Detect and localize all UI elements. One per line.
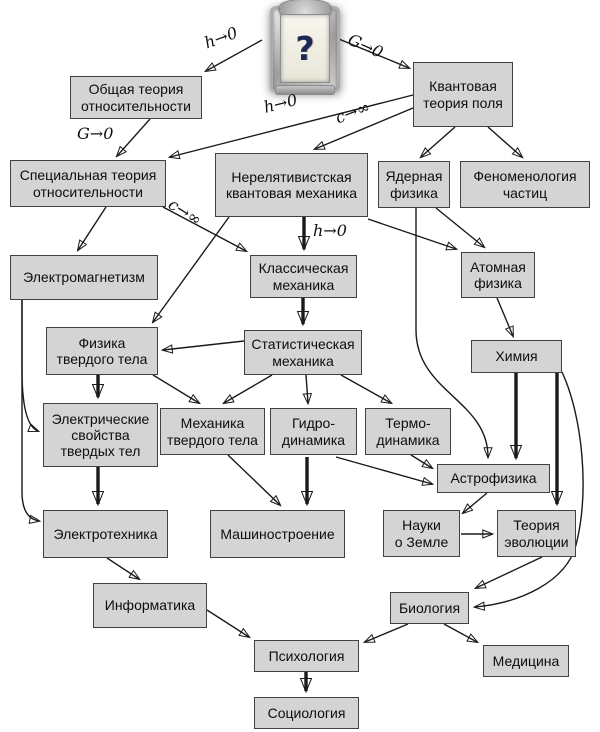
arrow-qft-to-particle-phenomenology [487, 126, 522, 157]
arrow-biology-to-psychology [365, 623, 409, 642]
arrow-nuclear-to-astrophysics [415, 208, 488, 457]
node-atomic-physics: Атомная физика [461, 252, 535, 298]
arrow-em-to-electrical-properties [21, 300, 38, 431]
arrow-qft-to-special-relativity [170, 94, 414, 157]
node-label: Общая теория относительности [80, 81, 192, 114]
node-psychology: Психология [254, 640, 359, 672]
arrow-mystery-to-qft [333, 36, 409, 68]
arrow-atomic-to-chemistry [496, 297, 513, 336]
node-label: Электротехника [53, 525, 158, 542]
frame-panel: ? [280, 14, 330, 83]
node-label: Информатика [104, 597, 196, 614]
arrow-sr-to-electromagnetism [78, 206, 107, 250]
question-mark: ? [295, 29, 315, 68]
arrow-chemistry-to-biology [475, 371, 584, 607]
arrow-statistical-to-thermodynamics [340, 374, 391, 403]
node-nonrelativistic-quantum-mechanics: Нерелятивистская квантовая механика [215, 153, 368, 217]
node-solid-body-mechanics: Механика твердого тела [160, 408, 265, 455]
node-electromagnetism: Электромагнетизм [10, 255, 158, 300]
arrow-biology-to-medicine [443, 623, 477, 642]
arrow-astro-to-earth-sciences [463, 492, 488, 513]
node-medicine: Медицина [483, 645, 569, 677]
node-astrophysics: Астрофизика [437, 464, 550, 493]
node-solid-state-physics: Физика твердого тела [46, 327, 158, 375]
arrow-informatics-to-psychology [206, 609, 249, 637]
node-chemistry: Химия [471, 340, 562, 373]
node-sociology: Социология [254, 697, 359, 729]
node-label: Социология [267, 704, 346, 721]
arrow-nuclear-to-atomic-physics [435, 207, 484, 247]
arrow-statistical-to-hydrodynamics [306, 374, 308, 403]
arrow-qft-to-nonrelativistic-qm [315, 107, 414, 149]
node-quantum-field-theory: Квантовая теория поля [413, 62, 513, 127]
node-mechanical-engineering: Машиностроение [210, 510, 345, 558]
node-evolution-theory: Теория эволюции [497, 510, 576, 557]
node-classical-mechanics: Классическая механика [250, 255, 357, 298]
node-informatics: Информатика [93, 583, 207, 628]
arrow-mystery-to-general-relativity [206, 39, 263, 71]
node-label: Феноменология частиц [473, 168, 577, 201]
edge-label-h-to-0-nrqm-classical: h→0 [313, 221, 347, 240]
arrow-hydro-to-astrophysics [335, 456, 432, 484]
node-label: Науки о Земле [394, 517, 449, 550]
node-label: Специальная теория относительности [19, 167, 157, 200]
node-label: Атомная физика [470, 258, 526, 291]
node-hydrodynamics: Гидро- динамика [270, 408, 357, 455]
arrow-sr-to-classical-mechanics [162, 206, 246, 251]
node-particle-phenomenology: Феноменология частиц [460, 161, 590, 208]
arrow-eltech-to-informatics [106, 557, 139, 579]
arrow-qft-to-nuclear-physics [421, 126, 456, 157]
node-earth-sciences: Науки о Земле [383, 510, 460, 557]
node-label: Теория эволюции [504, 517, 569, 550]
node-nuclear-physics: Ядерная физика [378, 161, 450, 208]
node-thermodynamics: Термо- динамика [365, 408, 451, 455]
frame-foot-ornament [275, 85, 335, 95]
arrow-evolution-to-biology [476, 556, 543, 588]
arrow-nrqm-to-atomic-physics [367, 218, 456, 249]
arrow-statistical-to-solid-state [163, 340, 245, 350]
node-label: Нерелятивистская квантовая механика [225, 168, 357, 201]
node-biology: Биология [390, 592, 469, 624]
arrow-em-to-electrical-engineering [21, 300, 39, 521]
node-label: Классическая механика [258, 260, 349, 293]
arrow-solid-mech-to-mechanical-engineering [227, 454, 280, 505]
node-label: Статистическая механика [251, 336, 355, 369]
node-electrical-properties-of-solids: Электрические свойства твердых тел [43, 403, 158, 467]
arrow-nrqm-to-solid-state-physics [153, 216, 230, 322]
arrow-gr-to-special-relativity [117, 118, 151, 156]
node-label: Квантовая теория поля [423, 78, 503, 111]
arrow-statistical-to-solid-mechanics [224, 374, 273, 403]
edge-label-g-to-0-gr-sr: G→0 [77, 124, 114, 143]
arrow-solid-state-to-solid-mechanics [152, 374, 199, 403]
node-label: Гидро- динамика [281, 415, 346, 448]
node-label: Электромагнетизм [23, 269, 145, 286]
node-label: Термо- динамика [376, 415, 440, 448]
node-label: Психология [268, 647, 345, 664]
node-label: Химия [495, 348, 538, 365]
node-label: Электрические свойства твердых тел [51, 410, 150, 460]
node-electrical-engineering: Электротехника [43, 510, 168, 558]
node-general-relativity: Общая теория относительности [70, 76, 202, 119]
node-special-relativity: Специальная теория относительности [10, 160, 166, 207]
node-label: Астрофизика [450, 470, 537, 487]
node-statistical-mechanics: Статистическая механика [244, 330, 362, 375]
node-label: Биология [398, 599, 461, 616]
mystery-theory-frame: ? [270, 0, 340, 95]
node-label: Ядерная физика [385, 168, 443, 201]
node-label: Медицина [492, 652, 560, 669]
node-label: Машиностроение [220, 525, 335, 542]
node-label: Физика твердого тела [56, 334, 148, 367]
node-label: Механика твердого тела [167, 415, 258, 448]
arrow-thermo-to-astrophysics [410, 454, 432, 468]
